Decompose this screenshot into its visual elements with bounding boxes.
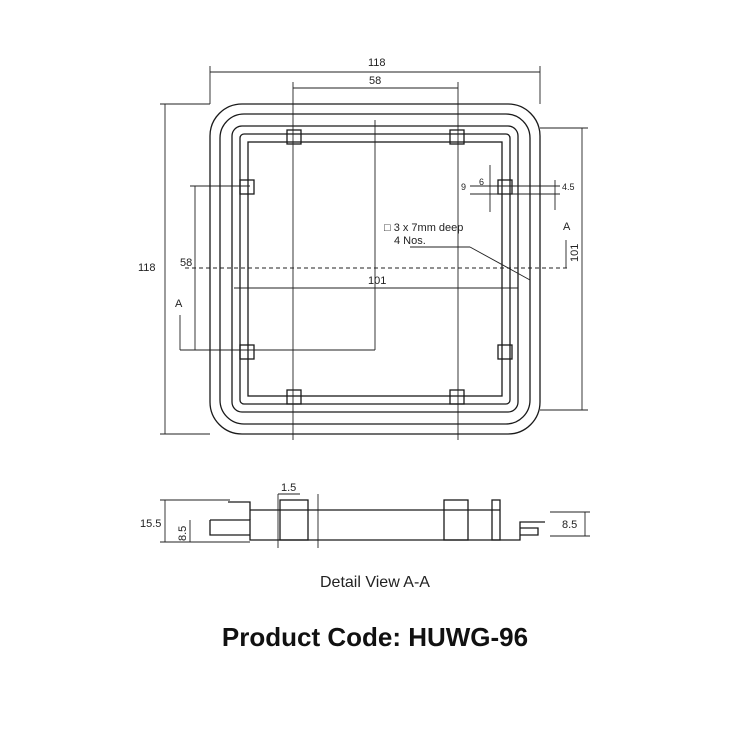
dim-overall-height: 118 xyxy=(138,262,156,274)
dim-inner-height: 58 xyxy=(180,257,192,269)
dim-center-span: 101 xyxy=(368,275,386,287)
hole-note-line2: 4 Nos. xyxy=(394,235,426,247)
dim-flange-height-right: 8.5 xyxy=(562,519,577,531)
section-mark-left: A xyxy=(175,298,183,310)
dim-detail-offset: 4.5 xyxy=(562,182,575,192)
detail-view-caption: Detail View A-A xyxy=(320,574,430,591)
dim-wall-thickness: 1.5 xyxy=(281,482,296,494)
dim-overall-width: 118 xyxy=(368,57,386,69)
dim-inner-width: 58 xyxy=(369,75,381,87)
dim-right-span: 101 xyxy=(569,244,581,262)
section-mark-right: A xyxy=(563,221,571,233)
dim-detail-width: 6 xyxy=(479,177,484,187)
mounting-clips xyxy=(239,129,513,405)
dim-flange-height-left: 8.5 xyxy=(177,526,189,541)
side-view xyxy=(209,499,545,541)
dim-total-height: 15.5 xyxy=(140,518,161,530)
dim-detail-height: 9 xyxy=(461,182,466,192)
hole-note-line1: □ 3 x 7mm deep xyxy=(384,222,463,234)
dimension-lines xyxy=(160,66,588,440)
product-code: Product Code: HUWG-96 xyxy=(221,622,529,652)
